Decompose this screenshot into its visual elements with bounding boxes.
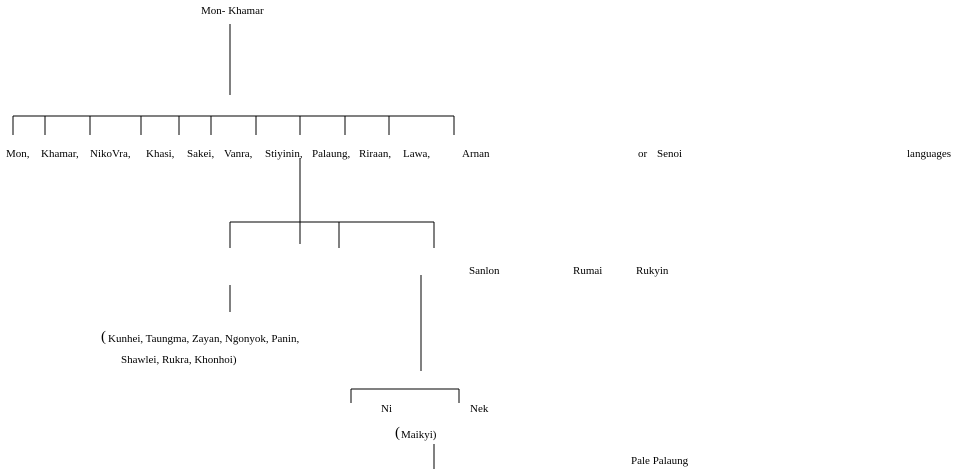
sub-maikyi: Maikyi) [401, 429, 437, 441]
word-or: or [638, 148, 648, 160]
branch-sanlon: Sanlon [469, 265, 500, 277]
lang-khasi: Khasi, [146, 148, 175, 160]
lang-sakei: Sakei, [187, 148, 215, 160]
lang-lawa: Lawa, [403, 148, 431, 160]
lang-vanra: Vanra, [224, 148, 253, 160]
root-label: Mon- Khamar [201, 5, 264, 17]
branch-rukyin: Rukyin [636, 265, 669, 277]
lang-riraan: Riraan, [359, 148, 392, 160]
lang-khamar: Khamar, [41, 148, 79, 160]
branch-nek: Nek [470, 403, 489, 415]
lang-nikovra: NikoVra, [90, 148, 131, 160]
lang-arnan: Arnan [462, 148, 490, 160]
lang-senoi: Senoi [657, 148, 683, 160]
lang-mon: Mon, [6, 148, 30, 160]
branch-ni: Ni [381, 403, 392, 415]
lang-stiyinin: Stiyinin, [265, 148, 303, 160]
sanlon-list-line2: Shawlei, Rukra, Khonhoi) [121, 354, 237, 366]
sanlon-open-paren: ( [101, 329, 106, 345]
maikyi-open-paren: ( [395, 425, 400, 441]
word-languages: languages [907, 148, 951, 160]
branch-rumai: Rumai [573, 265, 603, 277]
sanlon-list-line1: Kunhei, Taungma, Zayan, Ngonyok, Panin, [108, 333, 300, 345]
lang-palaung: Palaung, [312, 148, 351, 160]
leaf-pale-palaung: Pale Palaung [631, 455, 689, 467]
